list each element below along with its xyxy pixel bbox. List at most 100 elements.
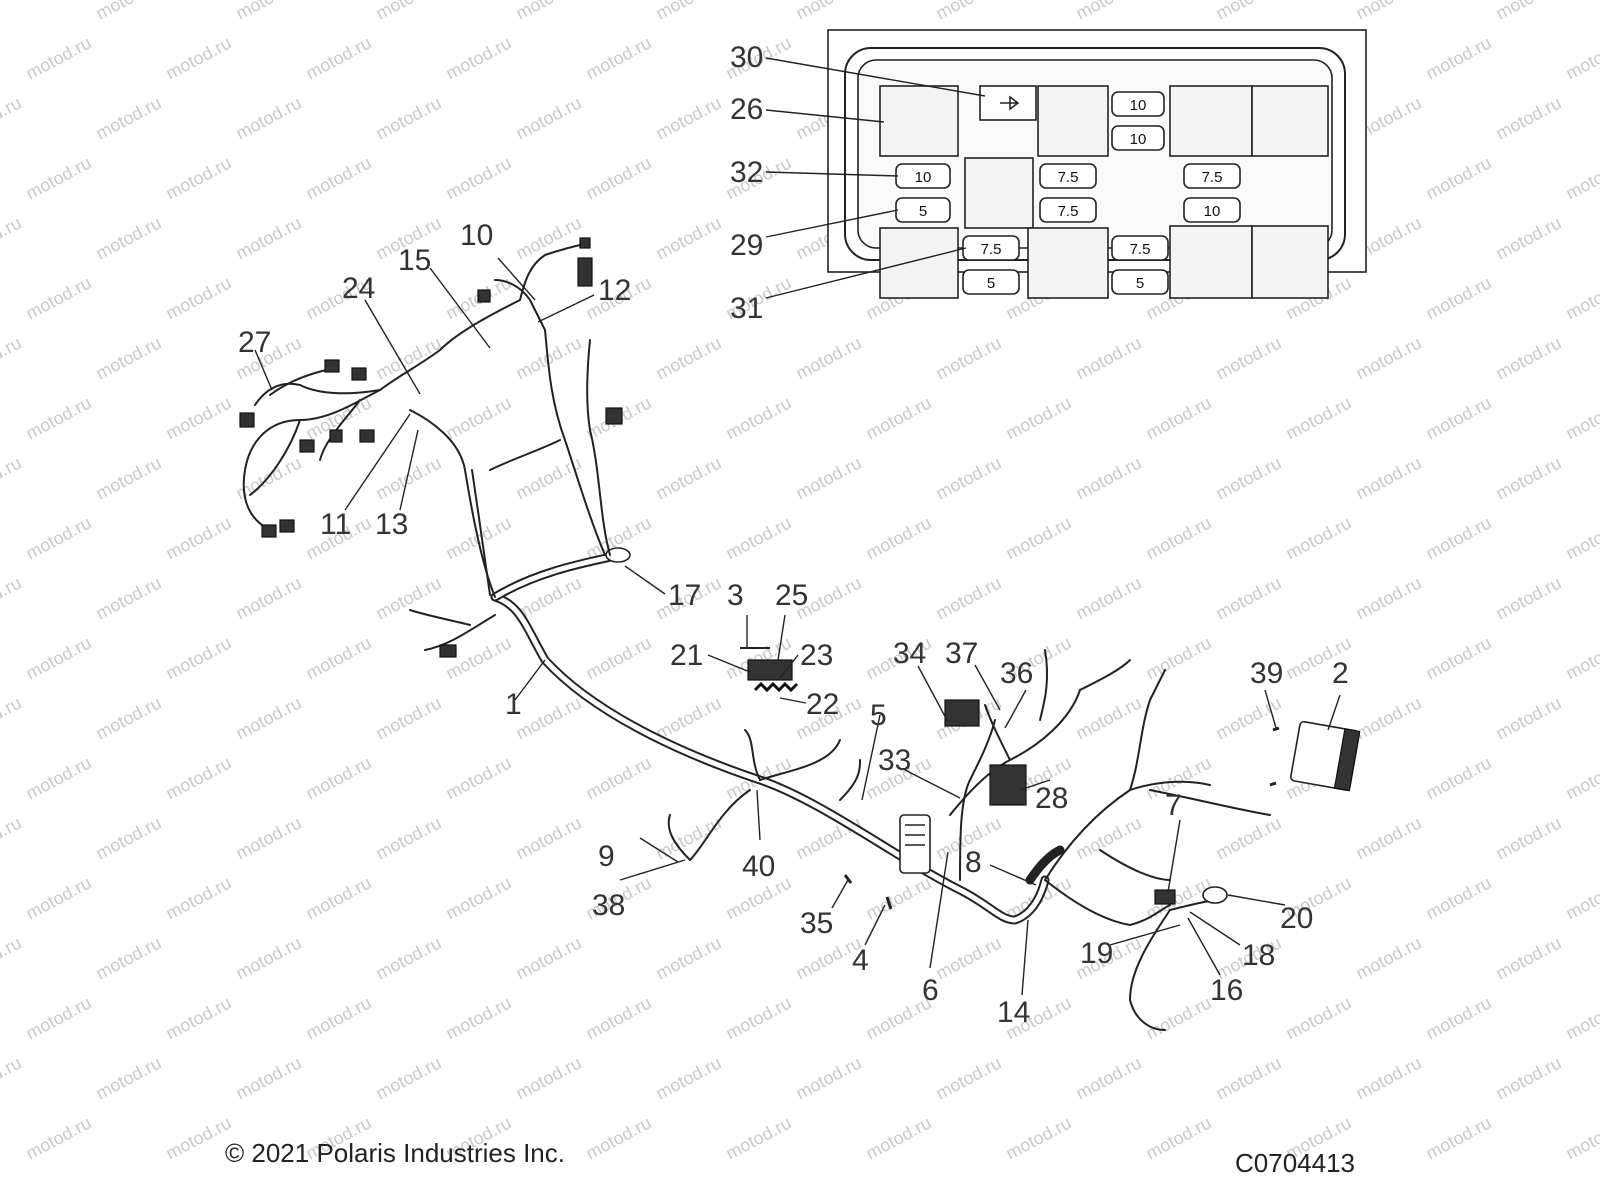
watermark-text: motod.ru [442, 873, 514, 924]
watermark-text: motod.ru [22, 633, 94, 684]
watermark-text: motod.ru [92, 0, 164, 24]
watermark-text: motod.ru [442, 393, 514, 444]
watermark-text: motod.ru [22, 513, 94, 564]
screw-35 [843, 874, 853, 884]
relay-top-right-b [1251, 85, 1329, 157]
relay-top-right-a [1169, 85, 1253, 157]
watermark-text: motod.ru [0, 1053, 25, 1104]
watermark-text: motod.ru [1492, 453, 1564, 504]
watermark-text: motod.ru [372, 333, 444, 384]
watermark-text: motod.ru [0, 693, 25, 744]
watermark-text: motod.ru [372, 1053, 444, 1104]
watermark-text: motod.ru [792, 1053, 864, 1104]
watermark-text: motod.ru [162, 513, 234, 564]
watermark-text: motod.ru [722, 1113, 794, 1164]
watermark-text: motod.ru [1562, 153, 1600, 204]
watermark-text: motod.ru [442, 753, 514, 804]
connector-7 [1154, 889, 1176, 905]
spring-22 [753, 681, 799, 693]
watermark-text: motod.ru [1142, 1113, 1214, 1164]
watermark-text: motod.ru [1072, 333, 1144, 384]
watermark-text: motod.ru [792, 453, 864, 504]
connector [261, 524, 277, 538]
watermark-text: motod.ru [442, 33, 514, 84]
leader-32 [765, 171, 899, 177]
connector [359, 429, 375, 443]
watermark-text: motod.ru [302, 633, 374, 684]
watermark-text: motod.ru [1072, 1053, 1144, 1104]
watermark-text: motod.ru [92, 93, 164, 144]
watermark-text: motod.ru [1352, 933, 1424, 984]
watermark-text: motod.ru [1562, 273, 1600, 324]
relay-bottom-right-a [1169, 225, 1253, 299]
watermark-text: motod.ru [1562, 33, 1600, 84]
watermark-text: motod.ru [0, 0, 25, 24]
watermark-text: motod.ru [372, 0, 444, 24]
watermark-text: motod.ru [792, 813, 864, 864]
connector [577, 257, 593, 287]
watermark-text: motod.ru [1492, 213, 1564, 264]
watermark-text: motod.ru [302, 873, 374, 924]
watermark-text: motod.ru [932, 933, 1004, 984]
callout-15: 15 [398, 244, 431, 277]
svg-text:7.5: 7.5 [981, 241, 1002, 258]
watermark-text: motod.ru [932, 0, 1004, 24]
fuse-f4: 5 [895, 197, 951, 223]
callout-10: 10 [460, 219, 493, 252]
watermark-text: motod.ru [162, 1113, 234, 1164]
watermark-text: motod.ru [722, 513, 794, 564]
svg-text:7.5: 7.5 [1058, 203, 1079, 220]
watermark-text: motod.ru [652, 93, 724, 144]
watermark-text: motod.ru [372, 693, 444, 744]
relay-34 [944, 699, 980, 727]
watermark-text: motod.ru [1562, 873, 1600, 924]
callout-3: 3 [727, 579, 744, 612]
watermark-text: motod.ru [232, 813, 304, 864]
watermark-text: motod.ru [0, 333, 25, 384]
watermark-text: motod.ru [1562, 753, 1600, 804]
callout-33: 33 [878, 744, 911, 777]
fuse-box-inset: 10 10 10 5 7.5 7.5 7.5 10 [765, 29, 1367, 299]
watermark-text: motod.ru [512, 933, 584, 984]
watermark-text: motod.ru [22, 393, 94, 444]
watermark-text: motod.ru [1422, 993, 1494, 1044]
watermark-text: motod.ru [1212, 573, 1284, 624]
watermark-text: motod.ru [372, 813, 444, 864]
connector [477, 289, 491, 303]
callout-37: 37 [945, 637, 978, 670]
callout-1: 1 [505, 688, 522, 721]
watermark-text: motod.ru [0, 93, 25, 144]
fuse-f9: 7.5 [962, 235, 1020, 261]
watermark-text: motod.ru [162, 753, 234, 804]
watermark-text: motod.ru [92, 213, 164, 264]
watermark-text: motod.ru [22, 1113, 94, 1164]
watermark-text: motod.ru [862, 1113, 934, 1164]
watermark-text: motod.ru [232, 573, 304, 624]
callout-8: 8 [965, 846, 982, 879]
watermark-text: motod.ru [512, 813, 584, 864]
watermark-text: motod.ru [512, 453, 584, 504]
watermark-text: motod.ru [1422, 393, 1494, 444]
watermark-text: motod.ru [792, 0, 864, 24]
callout-14: 14 [997, 996, 1030, 1029]
watermark-text: motod.ru [92, 1053, 164, 1104]
watermark-text: motod.ru [582, 753, 654, 804]
watermark-text: motod.ru [1422, 273, 1494, 324]
callout-20: 20 [1280, 902, 1313, 935]
watermark-text: motod.ru [1142, 393, 1214, 444]
callout-5: 5 [870, 699, 887, 732]
watermark-text: motod.ru [302, 153, 374, 204]
watermark-text: motod.ru [582, 33, 654, 84]
svg-text:10: 10 [915, 169, 932, 186]
figure-code: C0704413 [1235, 1148, 1355, 1178]
callout-40: 40 [742, 850, 775, 883]
watermark-text: motod.ru [372, 93, 444, 144]
watermark-text: motod.ru [1142, 513, 1214, 564]
callout-7: 7 [1165, 789, 1182, 822]
watermark-text: motod.ru [1212, 0, 1284, 24]
callout-13: 13 [375, 508, 408, 541]
relay-top-left [879, 85, 959, 157]
connector [439, 644, 457, 658]
holder-21 [747, 659, 793, 681]
